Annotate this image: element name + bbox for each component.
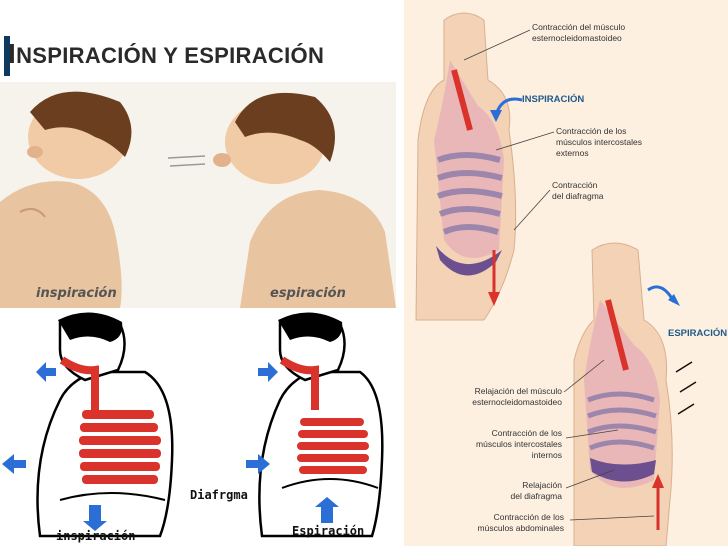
label-line: internos xyxy=(531,450,562,460)
expiration-diagram xyxy=(246,312,384,538)
label-line: músculos intercostales xyxy=(556,137,642,147)
label-internal-intercostals: Contracción de los músculos intercostale… xyxy=(444,428,562,461)
diagram-caption-expiration: Espiración xyxy=(292,524,365,538)
leader-lines xyxy=(463,29,655,521)
label-line: Contracción del músculo xyxy=(532,22,626,32)
title-accent-bar xyxy=(4,36,10,76)
breathing-boys-illustration xyxy=(0,91,396,308)
photo-caption-expiration: espiración xyxy=(270,286,346,301)
anatomy-illustration xyxy=(415,12,697,546)
diaphragm-label: Diafrgma xyxy=(190,488,248,502)
label-line: esternocleidomastoideo xyxy=(532,33,622,43)
expiration-heading: ESPIRACIÓN xyxy=(668,328,728,339)
label-sternocleido-contraction: Contracción del músculo esternocleidomas… xyxy=(532,22,625,44)
label-abdominal-contraction: Contracción de los músculos abdominales xyxy=(444,512,564,534)
label-sternocleido-relaxation: Relajación del músculo esternocleidomast… xyxy=(444,386,562,408)
label-line: Relajación del músculo xyxy=(474,386,562,396)
label-line: Contracción de los xyxy=(491,428,562,438)
label-line: Contracción de los xyxy=(493,512,564,522)
photo-caption-inspiration: inspiración xyxy=(36,286,117,301)
label-line: Relajación xyxy=(522,480,562,490)
label-line: del diafragma xyxy=(510,491,562,501)
label-line: del diafragma xyxy=(552,191,604,201)
breathing-photos-panel: inspiración espiración xyxy=(0,82,396,308)
boy-inspiring-figure xyxy=(0,91,132,308)
label-diaphragm-relaxation: Relajación del diafragma xyxy=(444,480,562,502)
label-line: Contracción de los xyxy=(556,126,627,136)
slide-title-first-letter: I xyxy=(8,38,17,69)
label-line: Contracción xyxy=(552,180,598,190)
label-line: esternocleidomastoideo xyxy=(472,397,562,407)
anatomy-panel: INSPIRACIÓN ESPIRACIÓN Contracción del m… xyxy=(404,0,728,546)
label-diaphragm-contraction: Contracción del diafragma xyxy=(552,180,604,202)
inspiration-diagram xyxy=(2,312,174,538)
slide-title: INSPIRACIÓN Y ESPIRACIÓN xyxy=(8,38,324,70)
boy-expiring-figure xyxy=(167,92,396,308)
label-line: músculos abdominales xyxy=(477,523,564,533)
label-line: externos xyxy=(556,148,589,158)
torso-expiration xyxy=(573,242,697,546)
diagram-caption-inspiration: inspiración xyxy=(56,529,136,543)
label-external-intercostals: Contracción de los músculos intercostale… xyxy=(556,126,642,159)
label-line: músculos intercostales xyxy=(476,439,562,449)
slide-title-rest: NSPIRACIÓN Y ESPIRACIÓN xyxy=(16,43,325,68)
breathing-diagrams xyxy=(2,312,384,538)
torso-inspiration xyxy=(415,12,523,321)
breathing-diagrams-panel: Diafrgma inspiración Espiración xyxy=(0,310,396,546)
inspiration-heading: INSPIRACIÓN xyxy=(522,94,585,105)
